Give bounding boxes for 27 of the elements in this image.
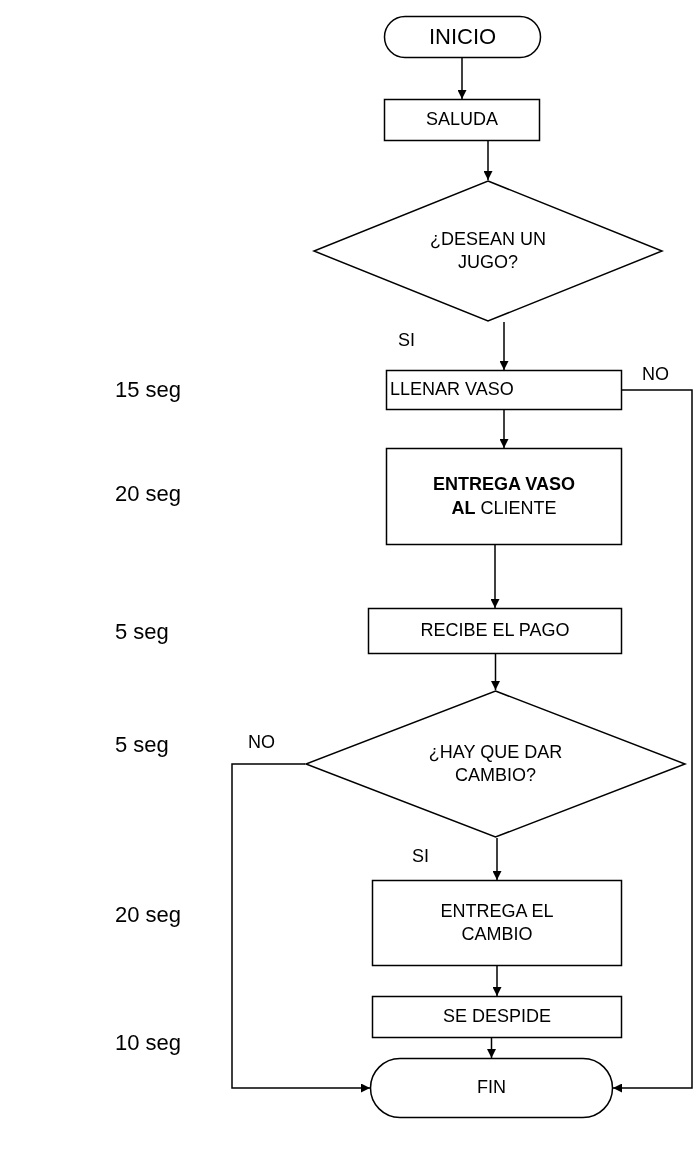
node-text: ¿DESEAN UN JUGO? bbox=[429, 227, 547, 274]
duration-label: 5 seg bbox=[115, 619, 169, 645]
duration-label: 5 seg bbox=[115, 732, 169, 758]
duration-label: 20 seg bbox=[115, 902, 182, 928]
node-text: ¿HAY QUE DAR CAMBIO? bbox=[427, 740, 564, 787]
duration-label: 10 seg bbox=[115, 1030, 182, 1056]
node-text: LLENAR VASO bbox=[390, 378, 514, 402]
arrow bbox=[487, 1037, 496, 1059]
arrow bbox=[492, 837, 502, 881]
node-text: INICIO bbox=[428, 22, 497, 51]
arrow bbox=[457, 57, 467, 100]
arrow bbox=[612, 389, 693, 1093]
arrow bbox=[483, 140, 493, 181]
arrow bbox=[231, 763, 371, 1093]
node-text: ENTREGA VASO AL CLIENTE bbox=[432, 473, 576, 520]
arrow bbox=[499, 409, 509, 449]
node-text: ENTREGA EL CAMBIO bbox=[439, 899, 555, 946]
node-text: SE DESPIDE bbox=[442, 1005, 551, 1029]
node-text: FIN bbox=[477, 1076, 506, 1100]
arrow bbox=[492, 965, 502, 997]
node-text: SALUDA bbox=[426, 108, 498, 132]
duration-label: 15 seg bbox=[115, 377, 182, 403]
node-text: RECIBE EL PAGO bbox=[420, 619, 570, 643]
arrow bbox=[490, 544, 500, 609]
duration-label: 20 seg bbox=[115, 481, 182, 507]
arrow bbox=[491, 653, 500, 691]
arrow bbox=[499, 321, 509, 371]
